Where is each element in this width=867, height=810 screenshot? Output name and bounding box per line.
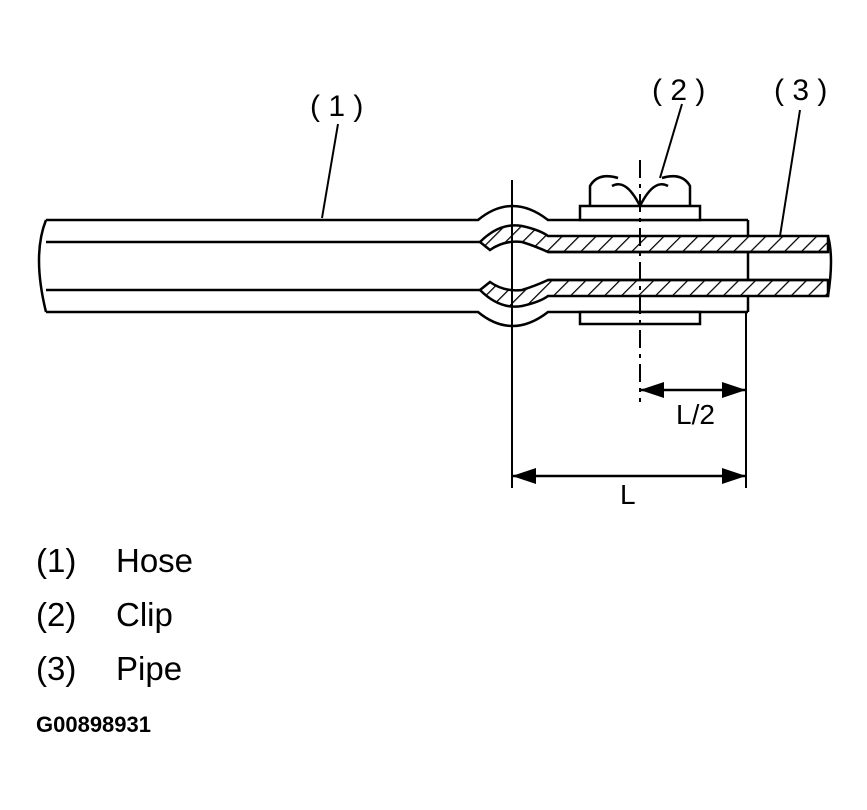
legend-label: Pipe (116, 650, 183, 687)
pipe (478, 224, 833, 308)
leader-lines (321, 103, 801, 237)
legend-item-pipe: (3) Pipe (36, 652, 182, 685)
callout-clip: ( 2 ) (652, 74, 705, 107)
figure-id: G00898931 (36, 712, 151, 737)
half-length-dimension (640, 382, 746, 398)
callout-hose: ( 1 ) (310, 90, 363, 123)
legend-label: Hose (116, 542, 194, 579)
legend-number: (2) (36, 596, 77, 633)
hose-clip-diagram: L/2 L ( 1 ) ( 2 ) ( 3 ) (37, 74, 833, 510)
legend-number: (3) (36, 650, 77, 687)
legend-item-hose: (1) Hose (36, 544, 193, 577)
half-length-label: L/2 (676, 399, 715, 430)
dimension-extension-lines (511, 180, 747, 488)
legend-label: Clip (116, 596, 173, 633)
legend-number: (1) (36, 542, 77, 579)
full-length-label: L (620, 479, 636, 510)
full-length-dimension (512, 468, 746, 484)
hose (37, 204, 750, 328)
legend-item-clip: (2) Clip (36, 598, 173, 631)
callout-pipe: ( 3 ) (774, 74, 827, 107)
